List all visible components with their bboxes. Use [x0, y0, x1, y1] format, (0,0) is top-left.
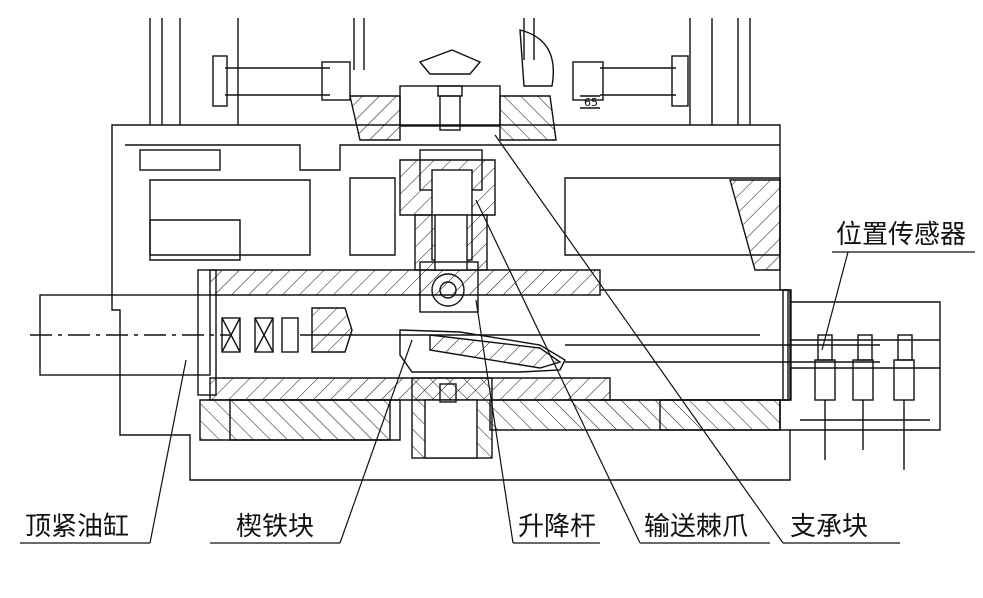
label-wedge-block: 楔铁块 — [236, 512, 315, 542]
right-housing — [600, 289, 941, 431]
guide-columns — [149, 18, 751, 125]
clamping-cylinder — [30, 269, 353, 396]
tie-rods — [212, 55, 689, 107]
top-head — [349, 29, 557, 141]
dimension-marker — [580, 95, 600, 109]
label-lifting-rod: 升降杆 — [518, 512, 597, 542]
leader-lines — [20, 134, 975, 544]
label-conveyor-pawl: 输送棘爪 — [644, 512, 749, 542]
position-sensors — [800, 334, 930, 470]
label-position-sensor: 位置传感器 — [836, 220, 967, 250]
lifting-assembly — [411, 149, 493, 459]
label-clamping-cylinder: 顶紧油缸 — [25, 512, 130, 542]
wedge-block — [300, 329, 880, 373]
label-support-block: 支承块 — [790, 512, 869, 542]
dimension-65: 65 — [584, 96, 598, 109]
